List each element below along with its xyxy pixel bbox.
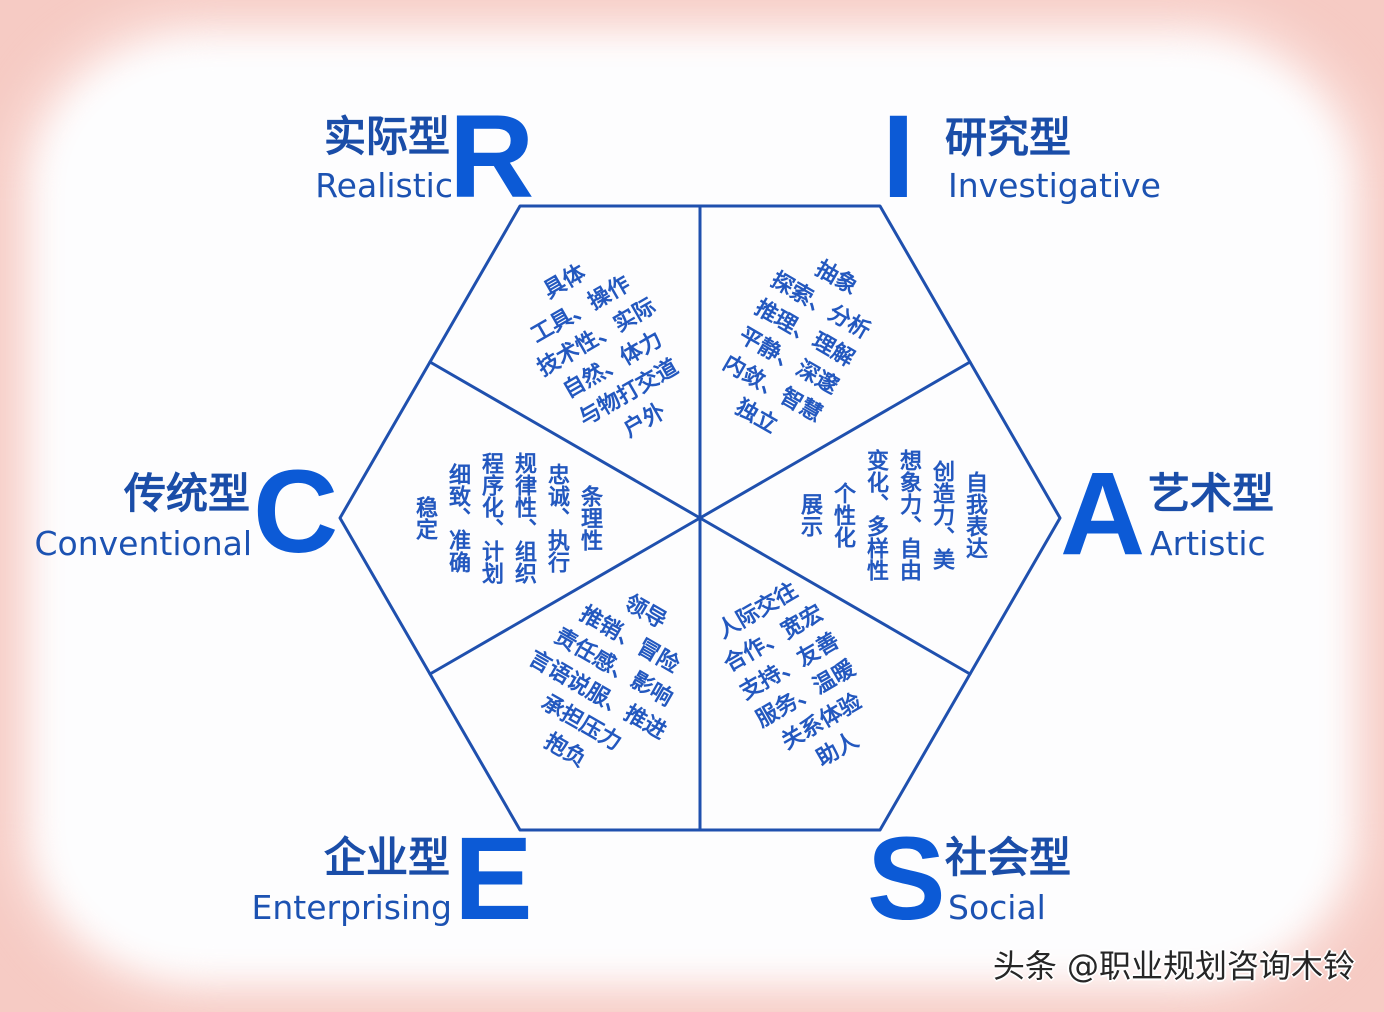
trait-text: 创造力、美 bbox=[929, 460, 954, 570]
traits-artistic: 自我表达 创造力、美 想象力、自由 变化、多样性 个性化 展示 bbox=[793, 425, 991, 605]
divider-line-upper-right bbox=[698, 360, 972, 520]
type-name-en-enterprising: Enterprising bbox=[251, 888, 452, 927]
trait-text: 展示 bbox=[797, 493, 822, 537]
type-name-en-social: Social bbox=[948, 888, 1046, 927]
divider-line-lower-left bbox=[428, 516, 702, 676]
type-letter-e: E bbox=[454, 813, 533, 945]
type-letter-s: S bbox=[867, 813, 946, 945]
traits-conventional: 条理性 忠诚、执行 规律性、组织 程序化、计划 细致、准确 稳定 bbox=[408, 428, 606, 608]
type-name-cn-conventional: 传统型 bbox=[123, 469, 250, 518]
watermark: 头条 @职业规划咨询木铃 bbox=[992, 947, 1355, 985]
type-name-cn-social: 社会型 bbox=[945, 833, 1072, 882]
trait-text: 自我表达 bbox=[962, 471, 987, 559]
type-name-en-realistic: Realistic bbox=[315, 166, 453, 205]
trait-text: 稳定 bbox=[412, 496, 437, 540]
type-letter-c: C bbox=[253, 446, 339, 578]
trait-text: 细致、准确 bbox=[445, 463, 470, 573]
type-letter-a: A bbox=[1060, 448, 1146, 580]
trait-text: 规律性、组织 bbox=[511, 452, 536, 584]
divider-line-lower-right bbox=[698, 516, 972, 676]
hexagon-outline bbox=[338, 204, 1062, 832]
trait-text: 忠诚、执行 bbox=[544, 463, 569, 573]
type-name-en-conventional: Conventional bbox=[34, 524, 253, 563]
type-name-en-artistic: Artistic bbox=[1150, 524, 1266, 563]
trait-text: 个性化 bbox=[830, 482, 855, 548]
type-name-cn-enterprising: 企业型 bbox=[323, 833, 450, 882]
trait-text: 变化、多样性 bbox=[863, 449, 888, 581]
divider-line-upper-left bbox=[428, 360, 702, 520]
trait-text: 条理性 bbox=[577, 485, 602, 551]
type-name-cn-realistic: 实际型 bbox=[323, 112, 450, 161]
trait-text: 想象力、自由 bbox=[896, 449, 921, 581]
type-name-cn-investigative: 研究型 bbox=[945, 113, 1072, 162]
type-name-cn-artistic: 艺术型 bbox=[1148, 469, 1275, 518]
type-name-en-investigative: Investigative bbox=[948, 166, 1161, 205]
type-letter-r: R bbox=[449, 91, 535, 223]
type-letter-i: I bbox=[882, 91, 915, 223]
trait-text: 程序化、计划 bbox=[478, 452, 503, 584]
background-inner bbox=[36, 38, 1348, 978]
